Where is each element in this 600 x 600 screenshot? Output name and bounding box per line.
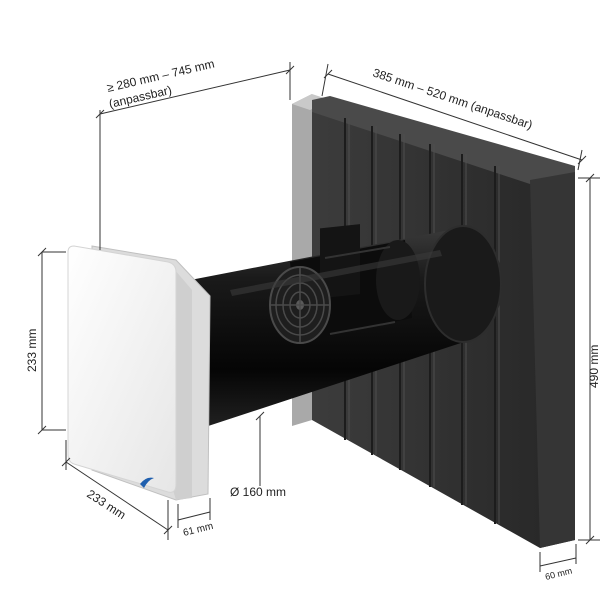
brand-swoosh-icon — [140, 477, 154, 488]
label-cover-depth: 61 mm — [182, 521, 214, 539]
label-cover-height: 233 mm — [25, 329, 39, 372]
label-pipe-diameter: Ø 160 mm — [230, 485, 286, 499]
label-block-height: 490 mm — [587, 345, 600, 388]
insulation-block — [292, 94, 575, 548]
dimension-lines — [37, 62, 600, 572]
wall-frame-top — [292, 94, 330, 110]
block-front-face — [530, 172, 575, 548]
pipe-end — [424, 225, 502, 343]
label-cover-width: 233 mm — [84, 487, 128, 522]
front-cover — [67, 245, 211, 501]
block-top — [312, 96, 575, 184]
fan-grille-icon — [269, 266, 331, 344]
cover-face — [67, 245, 177, 493]
label-block-depth: 60 mm — [544, 566, 573, 582]
ventilation-pipe — [180, 224, 502, 430]
